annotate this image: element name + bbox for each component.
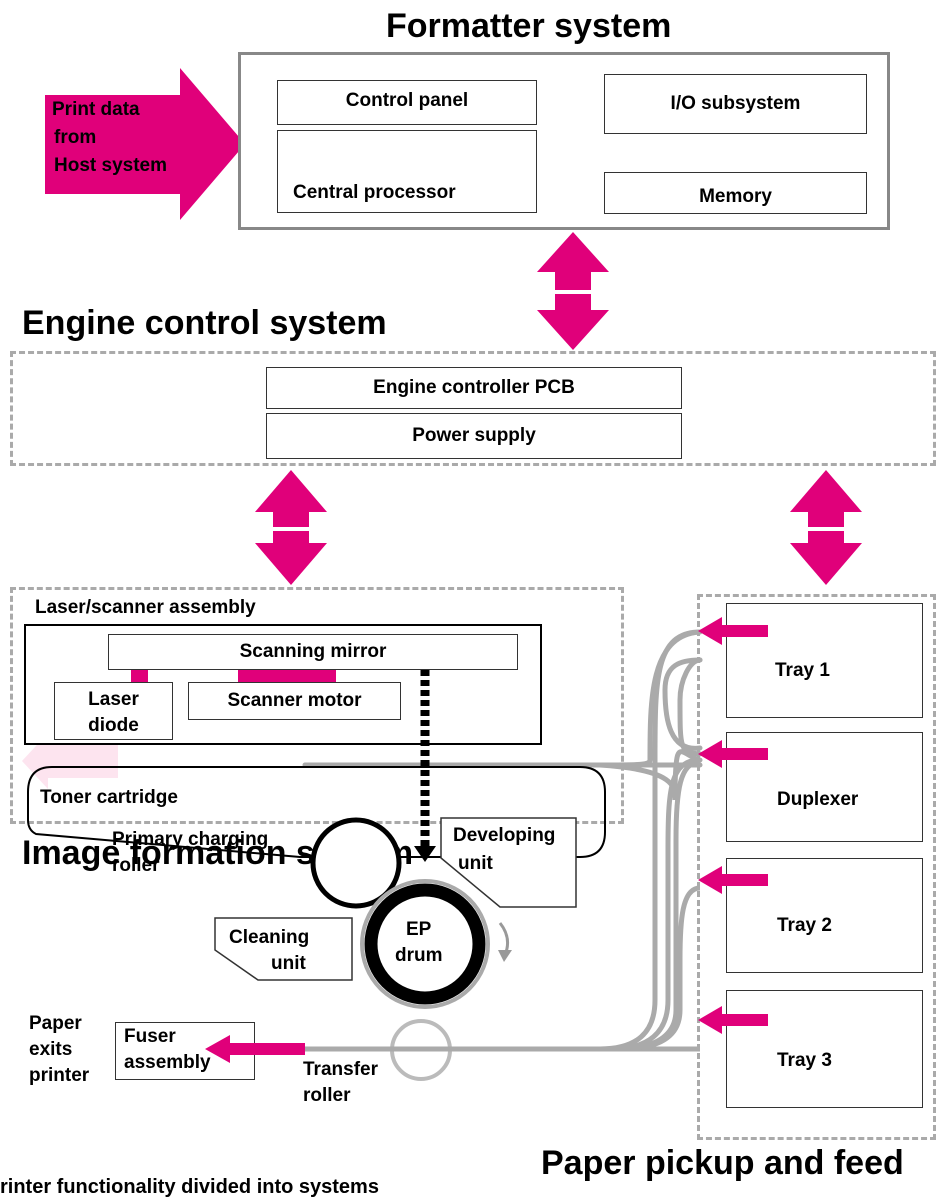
formatter-engine-arrow xyxy=(537,232,609,350)
central-processor-box: Central processor xyxy=(277,130,537,213)
tray-2-label: Tray 2 xyxy=(777,915,832,936)
tray-1-box: Tray 1 xyxy=(726,603,923,718)
engine-control-system-heading: Engine control system xyxy=(22,304,387,342)
cleaning-unit-label-1: Cleaning xyxy=(229,927,310,948)
paper-pickup-dashed-box xyxy=(697,594,936,1140)
tray-2-feed-arrow xyxy=(698,866,768,894)
scanner-motor-box: Scanner motor xyxy=(188,682,401,720)
engine-paper-arrow xyxy=(790,470,862,585)
scanner-motor-connector xyxy=(238,670,336,682)
primary-charging-roller xyxy=(310,817,402,909)
paper-pickup-heading: Paper pickup and feed xyxy=(541,1144,904,1182)
tray-3-label: Tray 3 xyxy=(777,1050,832,1071)
transfer-roller-label-2: roller xyxy=(303,1085,351,1106)
host-arrow-label-2: from xyxy=(54,127,97,148)
laser-diode-label-1: Laser xyxy=(88,689,139,710)
fuser-feed-arrow xyxy=(205,1035,305,1063)
control-panel-label: Control panel xyxy=(345,90,469,111)
developing-unit-label-2: unit xyxy=(458,853,493,874)
tray-3-box: Tray 3 xyxy=(726,990,923,1108)
host-arrow-label-1: Print data xyxy=(52,99,140,120)
paper-path xyxy=(302,629,703,801)
duplexer-feed-arrow xyxy=(698,740,768,768)
tray-1-feed-arrow xyxy=(698,617,768,645)
paper-exits-label-1: Paper xyxy=(29,1013,82,1034)
central-processor-label: Central processor xyxy=(293,182,456,203)
memory-label: Memory xyxy=(699,186,772,207)
drum-rotation-arrowhead xyxy=(498,950,512,962)
tray-3-feed-arrow xyxy=(698,1006,768,1034)
paper-exits-label-3: printer xyxy=(29,1065,90,1086)
tray-feed-arrows xyxy=(698,617,768,1034)
figure-caption: rinter functionality divided into system… xyxy=(0,1176,379,1198)
scanner-motor-label: Scanner motor xyxy=(227,690,362,711)
ep-drum xyxy=(364,883,486,1005)
duplexer-label: Duplexer xyxy=(777,789,859,810)
host-input-arrow xyxy=(45,68,245,220)
cleaning-unit-box xyxy=(214,917,353,981)
io-subsystem-label: I/O subsystem xyxy=(670,93,801,114)
fuser-assembly-label-1: Fuser xyxy=(124,1026,176,1047)
developing-unit-box xyxy=(440,817,577,908)
engine-controller-pcb-label: Engine controller PCB xyxy=(373,377,575,398)
paper-path-lines xyxy=(305,629,701,1052)
host-arrow-label-3: Host system xyxy=(54,155,167,176)
power-supply-box: Power supply xyxy=(266,413,682,459)
scanning-mirror-box: Scanning mirror xyxy=(108,634,518,670)
laser-scanner-assembly-label: Laser/scanner assembly xyxy=(35,597,256,618)
tray-1-label: Tray 1 xyxy=(775,660,830,681)
tray-2-box: Tray 2 xyxy=(726,858,923,973)
engine-control-dashed-box xyxy=(10,351,936,466)
memory-box: Memory xyxy=(604,172,867,214)
laser-diode-connector xyxy=(131,670,148,682)
toner-cartridge-outline-final xyxy=(27,766,606,858)
engine-image-arrow xyxy=(255,470,327,585)
fuser-assembly-label-2: assembly xyxy=(124,1052,211,1073)
power-supply-label: Power supply xyxy=(412,425,536,446)
primary-charging-roller-label-1: Primary charging xyxy=(112,829,269,850)
control-panel-box: Control panel xyxy=(277,80,537,125)
ep-drum-label-2: drum xyxy=(395,945,443,966)
paper-exit-arrow xyxy=(22,733,118,789)
laser-beam-arrowhead xyxy=(414,846,436,862)
laser-diode-box: Laser diode xyxy=(54,682,173,740)
formatter-system-heading: Formatter system xyxy=(386,7,672,45)
scanning-mirror-label: Scanning mirror xyxy=(239,641,387,662)
engine-controller-pcb-box: Engine controller PCB xyxy=(266,367,682,409)
toner-cartridge-label: Toner cartridge xyxy=(40,787,178,808)
laser-diode-label-2: diode xyxy=(88,715,139,736)
cleaning-unit-label-2: unit xyxy=(271,953,306,974)
primary-charging-roller-label-2: roller xyxy=(112,855,160,876)
image-formation-dashed-box xyxy=(10,587,624,824)
io-subsystem-box: I/O subsystem xyxy=(604,74,867,134)
paper-exits-label-2: exits xyxy=(29,1039,73,1060)
developing-unit-label-1: Developing xyxy=(453,825,556,846)
transfer-roller-label-1: Transfer xyxy=(303,1059,378,1080)
ep-drum-label-1: EP xyxy=(406,919,432,940)
